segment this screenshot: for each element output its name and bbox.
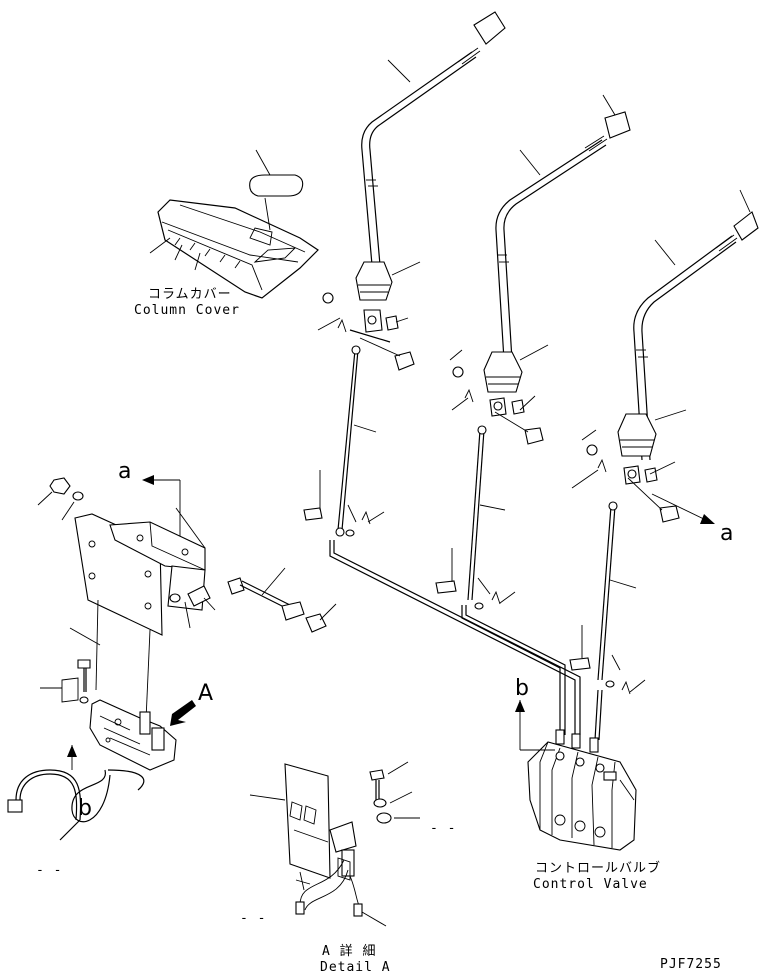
callout-b-right: b <box>515 676 555 751</box>
detail-right-dash: - - <box>430 821 456 836</box>
linkage-cables <box>329 540 603 741</box>
a-upper-label: a <box>118 459 131 484</box>
a-right-label: a <box>720 521 733 546</box>
b-left-label: b <box>78 796 92 821</box>
control-lever-2 <box>435 94 631 610</box>
A-arrow-label: A <box>198 681 213 706</box>
column-cover-jp-label: コラムカバー <box>148 287 232 302</box>
control-valve-jp-label: コントロールバルブ <box>535 860 661 876</box>
detail-a: - - - - A 詳 細 Detail A <box>240 761 456 974</box>
control-lever-3 <box>569 189 759 695</box>
detail-jp-label: A 詳 細 <box>322 943 376 959</box>
control-valve: コントロールバルブ Control Valve <box>527 729 661 892</box>
bracket-assembly: a <box>7 459 337 878</box>
control-valve-en-label: Control Valve <box>533 877 648 892</box>
b-right-label: b <box>515 676 529 701</box>
left-bottom-dash: - - <box>36 863 62 878</box>
column-cover-en-label: Column Cover <box>134 303 240 318</box>
column-cover-assembly: コラムカバー Column Cover <box>134 149 319 318</box>
control-lever-1 <box>303 11 506 537</box>
callout-a-right: a <box>651 493 733 546</box>
drawing-code: PJF7255 <box>660 957 722 972</box>
detail-en-label: Detail A <box>320 960 391 974</box>
detail-bottom-dash: - - <box>240 911 266 926</box>
